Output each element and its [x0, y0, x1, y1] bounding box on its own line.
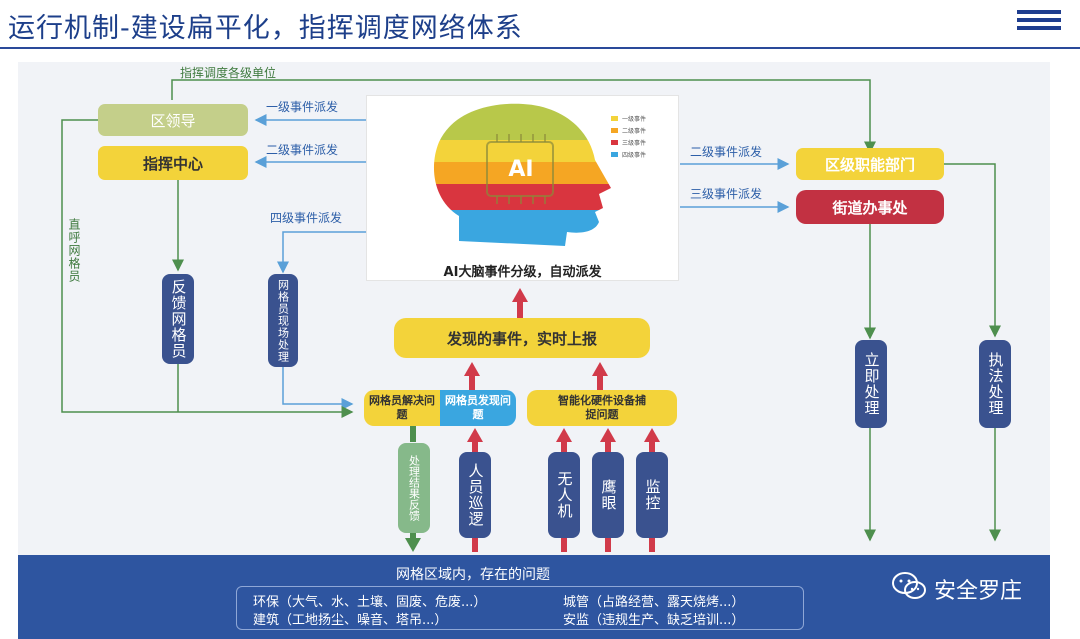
- legend-swatch-icon: [611, 140, 618, 145]
- brand-watermark: 安全罗庄: [934, 579, 1023, 604]
- node-district-department: 区级职能部门: [796, 148, 944, 180]
- node-street-office: 街道办事处: [796, 190, 944, 224]
- legend-item-level2: 二级事件: [611, 126, 646, 135]
- node-feedback-gridman: 反馈网格员: [162, 274, 194, 364]
- ai-caption: AI大脑事件分级，自动派发: [443, 265, 602, 280]
- edge-direct-call: [61, 119, 354, 418]
- ai-legend: 一级事件 二级事件 三级事件 四级事件: [611, 114, 646, 162]
- problem-line-safety: 安监（违规生产、缺乏培训...）: [563, 613, 745, 628]
- grid-problems-box: 环保（大气、水、土壤、固废、危废...） 城管（占路经营、露天烧烤...） 建筑…: [236, 586, 804, 630]
- legend-item-level1: 一级事件: [611, 114, 646, 123]
- title-divider: [0, 47, 1080, 49]
- node-immediate: 立即处理: [855, 340, 887, 428]
- ai-head-illustration: [433, 103, 611, 247]
- node-process-feedback: 处理结果反馈: [398, 443, 430, 533]
- grid-problems-band: 网格区域内，存在的问题 环保（大气、水、土壤、固废、危废...） 城管（占路经营…: [18, 555, 1050, 639]
- legend-item-level4: 四级事件: [611, 150, 646, 159]
- grid-problems-title: 网格区域内，存在的问题: [396, 567, 550, 583]
- node-command-center: 指挥中心: [98, 146, 248, 180]
- node-district-leader: 区领导: [98, 104, 248, 136]
- legend-swatch-icon: [611, 116, 618, 121]
- label-level4-dispatch: 四级事件派发: [270, 211, 343, 225]
- legend-swatch-icon: [611, 152, 618, 157]
- label-level3-dispatch: 三级事件派发: [690, 187, 763, 201]
- chip-icon: [486, 134, 554, 204]
- ai-chip-label: AI: [508, 156, 534, 182]
- red-up-arrows: [464, 288, 660, 552]
- edge-onsite-to-gridman: [282, 367, 354, 410]
- label-level2-dispatch-left: 二级事件派发: [266, 143, 339, 157]
- node-drone: 无人机: [548, 452, 580, 538]
- edge-dispatch-all-units: [171, 79, 876, 154]
- node-hawk-eye: 鹰眼: [592, 452, 624, 538]
- problem-line-env: 环保（大气、水、土壤、固废、危废...）: [253, 595, 487, 610]
- node-monitor: 监控: [636, 452, 668, 538]
- node-gridman-onsite: 网格员现场处理: [268, 274, 298, 367]
- node-gridman-find: 网格员发现问题: [440, 390, 516, 426]
- node-enforcement: 执法处理: [979, 340, 1011, 428]
- ai-brain-card: AI 一级事件 二级事件 三级事件 四级事件 AI大脑事件分级，自动派发: [366, 95, 679, 281]
- node-gridman-split: 网格员解决问题 网格员发现问题: [364, 390, 516, 426]
- legend-item-level3: 三级事件: [611, 138, 646, 147]
- edge-department-to-enforcement: [944, 163, 1001, 338]
- green-down-arrows: [405, 426, 421, 552]
- label-dispatch-all-units: 指挥调度各级单位: [180, 66, 277, 80]
- page-title: 运行机制-建设扁平化，指挥调度网络体系: [8, 13, 523, 44]
- label-level1-dispatch: 一级事件派发: [266, 100, 339, 114]
- problem-line-building: 建筑（工地扬尘、噪音、塔吊...）: [253, 613, 448, 628]
- label-level2-dispatch-right: 二级事件派发: [690, 145, 763, 159]
- label-direct-call: 直呼网格员: [67, 218, 81, 283]
- node-report-event: 发现的事件，实时上报: [394, 318, 650, 358]
- node-smart-device: 智能化硬件设备捕捉问题: [527, 390, 677, 426]
- edge-level4-dispatch: [277, 231, 366, 274]
- node-patrol: 人员巡逻: [459, 452, 491, 538]
- wechat-icon: [892, 572, 926, 599]
- menu-icon[interactable]: [1017, 10, 1061, 38]
- legend-swatch-icon: [611, 128, 618, 133]
- node-gridman-solve: 网格员解决问题: [364, 390, 440, 426]
- problem-line-urban: 城管（占路经营、露天烧烤...）: [563, 595, 745, 610]
